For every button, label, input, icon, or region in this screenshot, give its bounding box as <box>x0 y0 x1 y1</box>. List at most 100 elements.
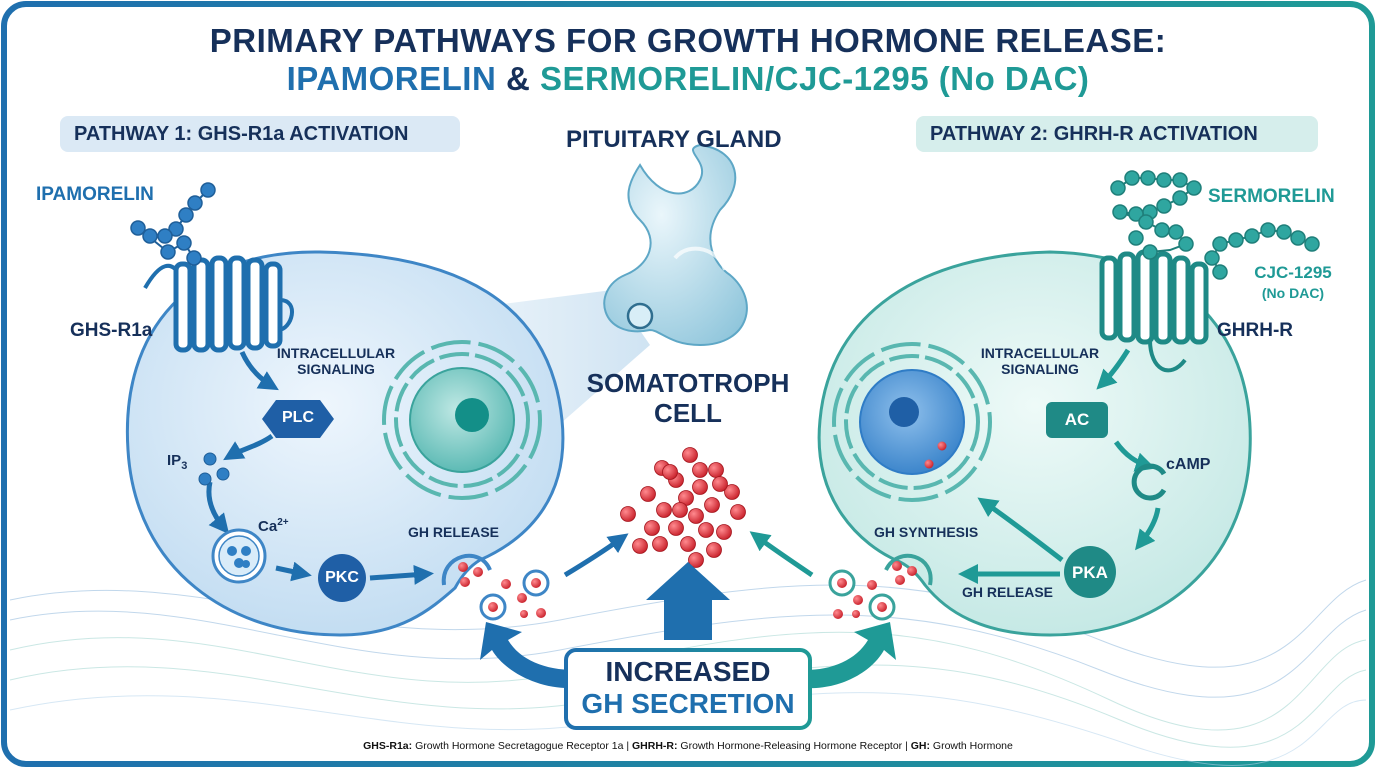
ipamorelin-peptide-chain <box>130 182 216 266</box>
title-ipamorelin: IPAMORELIN <box>286 60 497 97</box>
ipamorelin-label: IPAMORELIN <box>36 184 154 205</box>
gh-secretion-label: GH SECRETION <box>581 688 795 719</box>
gh-molecule <box>706 542 722 558</box>
ghrh-r-label: GHRH-R <box>1217 320 1293 341</box>
cjc-1295-line-2: (No DAC) <box>1261 285 1325 301</box>
somatotroph-cell-label: SOMATOTROPH CELL <box>568 368 808 428</box>
right-nucleolus <box>889 397 919 427</box>
plc-label: PLC <box>282 409 314 426</box>
gh-molecule <box>688 552 704 568</box>
gh-molecule <box>692 462 708 478</box>
right-secretory-vesicles <box>828 553 933 621</box>
gh-molecule <box>682 447 698 463</box>
gh-molecule <box>632 538 648 554</box>
sermorelin-label: SERMORELIN <box>1208 186 1335 207</box>
ip3-main: IP <box>167 452 182 469</box>
left-nucleolus <box>455 398 489 432</box>
right-to-cluster-arrow <box>749 531 814 578</box>
pka-label: PKA <box>1072 563 1108 582</box>
ip3-cluster <box>198 452 230 486</box>
left-signaling-line-2: SIGNALING <box>297 361 375 377</box>
background-waves <box>9 579 1367 766</box>
ac-label: AC <box>1064 410 1090 429</box>
left-secretory-vesicles <box>441 553 550 621</box>
ac-node <box>1046 402 1108 438</box>
sermorelin-peptide-chain <box>1110 170 1202 260</box>
pituitary-gland-label: PITUITARY GLAND <box>566 126 782 153</box>
title-sermorelin-cjc: SERMORELIN/CJC-1295 (No DAC) <box>540 60 1090 97</box>
ghs-r1a-label: GHS-R1a <box>70 320 153 341</box>
gh-molecule <box>672 502 688 518</box>
left-signaling-arrows <box>206 350 434 585</box>
camp-ring <box>1131 463 1167 501</box>
cjc-1295-label: CJC-1295 (No DAC) <box>1248 263 1338 303</box>
right-receptor-ghrh-r <box>1099 249 1209 373</box>
calcium-main: Ca <box>258 518 278 535</box>
footnote-abbr-1: GHS-R1a: <box>363 740 413 752</box>
camp-label: cAMP <box>1166 456 1211 473</box>
ip3-subscript: 3 <box>181 460 188 472</box>
left-signaling-line-1: INTRACELLULAR <box>276 345 396 361</box>
plc-node <box>262 400 334 438</box>
left-er-ring-outer <box>382 340 542 500</box>
gh-molecule <box>662 464 678 480</box>
gh-molecule <box>668 520 684 536</box>
gh-molecule <box>692 479 708 495</box>
left-receptor-ghs-r1a <box>143 255 294 353</box>
increased-secretion-box <box>564 648 812 730</box>
title-line-2: IPAMORELIN & SERMORELIN/CJC-1295 (No DAC… <box>0 60 1376 98</box>
gh-molecule <box>730 504 746 520</box>
gh-molecule <box>644 520 660 536</box>
right-nucleus-group <box>832 342 992 502</box>
cjc-1295-line-1: CJC-1295 <box>1254 263 1332 282</box>
calcium-superscript: 2+ <box>277 517 289 528</box>
right-signaling-line-2: SIGNALING <box>1001 361 1079 377</box>
left-gh-release-label: GH RELEASE <box>408 524 500 540</box>
footnote-def-3: Growth Hormone <box>932 740 1013 752</box>
title-ampersand: & <box>505 60 531 97</box>
abbreviation-footnote: GHS-R1a: Growth Hormone Secretagogue Rec… <box>0 740 1376 752</box>
footnote-abbr-2: GHRH-R: <box>632 740 678 752</box>
gh-molecule <box>620 506 636 522</box>
gh-molecule <box>708 462 724 478</box>
footnote-def-1: Growth Hormone Secretagogue Receptor 1a … <box>415 740 630 752</box>
gh-molecule <box>656 502 672 518</box>
gh-molecule <box>712 476 728 492</box>
somatotroph-line-1: SOMATOTROPH <box>586 368 790 398</box>
increased-label: INCREASED <box>605 656 771 687</box>
footnote-def-2: Growth Hormone-Releasing Hormone Recepto… <box>680 740 908 752</box>
pathway-2-header: PATHWAY 2: GHRH-R ACTIVATION <box>916 116 1318 152</box>
ip3-label: IP3 <box>167 452 187 472</box>
left-nucleus-group <box>382 340 542 500</box>
gh-molecule <box>688 508 704 524</box>
gh-molecule <box>652 536 668 552</box>
secretion-arrows <box>480 562 896 689</box>
growth-hormone-cluster <box>620 447 746 568</box>
gh-synthesis-label: GH SYNTHESIS <box>874 524 979 540</box>
right-signaling-label: INTRACELLULAR SIGNALING <box>974 345 1106 377</box>
right-er-ring-outer <box>832 342 992 502</box>
gh-molecule <box>704 497 720 513</box>
pka-node <box>1064 546 1116 598</box>
pituitary-gland <box>603 143 748 347</box>
pathway-1-header: PATHWAY 1: GHS-R1a ACTIVATION <box>60 116 460 152</box>
calcium-vesicle <box>211 528 267 584</box>
left-signaling-label: INTRACELLULAR SIGNALING <box>270 345 402 377</box>
left-to-cluster-arrow <box>563 533 629 578</box>
gh-molecule <box>698 522 714 538</box>
title-line-1: PRIMARY PATHWAYS FOR GROWTH HORMONE RELE… <box>209 22 1167 59</box>
gh-molecule <box>724 484 740 500</box>
right-er-ring-inner <box>844 354 980 490</box>
footnote-abbr-3: GH: <box>910 740 930 752</box>
gh-molecule <box>680 536 696 552</box>
pkc-label: PKC <box>325 569 359 586</box>
somatotroph-line-2: CELL <box>654 398 722 428</box>
right-gh-release-label: GH RELEASE <box>962 584 1054 600</box>
pkc-node <box>318 554 366 602</box>
left-er-ring-inner <box>394 352 530 488</box>
gh-molecule <box>716 524 732 540</box>
cjc-1295-peptide-chain <box>1204 222 1320 280</box>
